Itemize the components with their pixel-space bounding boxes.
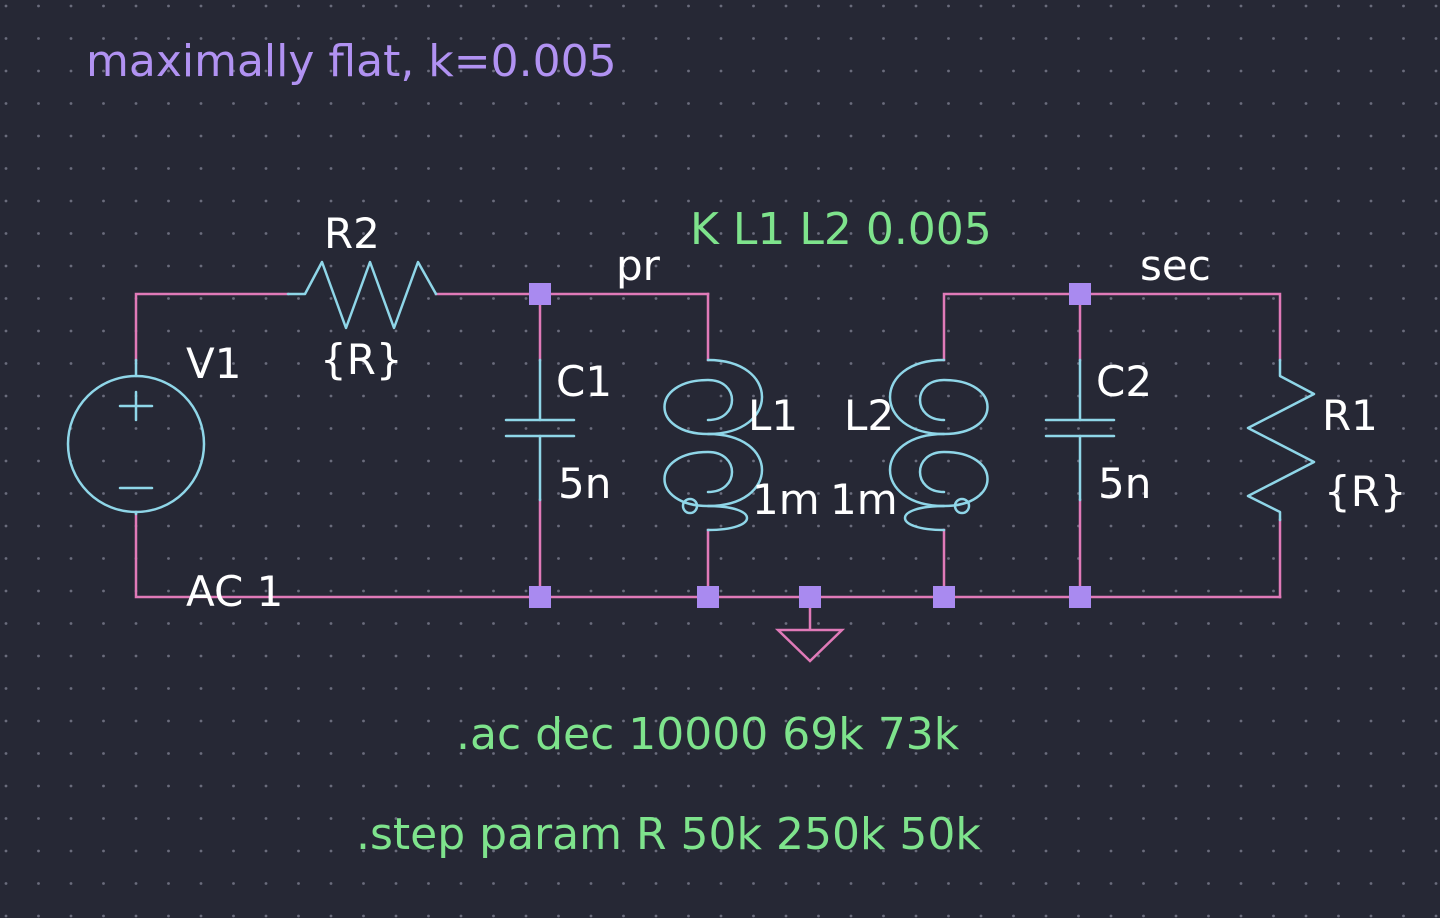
r2-name-label[interactable]: R2 [324,209,380,258]
junction-c2-bottom [1069,586,1091,608]
junction-l2-bottom [933,586,955,608]
junction-ground [799,586,821,608]
voltage-source-v1[interactable] [66,358,206,516]
v1-value-label[interactable]: AC 1 [186,567,283,616]
l2-value-label[interactable]: 1m [830,475,898,524]
l1-name-label[interactable]: L1 [748,391,798,440]
r1-value-label[interactable]: {R} [1324,467,1407,516]
coupling-directive[interactable]: K L1 L2 0.005 [690,204,992,255]
wires [134,292,1282,599]
resistor-r1[interactable] [1246,358,1316,522]
ac-directive[interactable]: .ac dec 10000 69k 73k [456,709,960,760]
junctions [529,283,1091,608]
r1-name-label[interactable]: R1 [1322,391,1378,440]
junction-sec [1069,283,1091,305]
inductor-l1[interactable] [663,358,764,532]
c2-value-label[interactable]: 5n [1098,459,1151,508]
step-directive[interactable]: .step param R 50k 250k 50k [356,809,981,860]
junction-c1-bottom [529,586,551,608]
junction-l1-bottom [697,586,719,608]
r2-value-label[interactable]: {R} [320,335,403,384]
net-label-sec[interactable]: sec [1140,241,1211,290]
net-label-pr[interactable]: pr [616,241,661,290]
junction-pr [529,283,551,305]
c2-name-label[interactable]: C2 [1096,357,1152,406]
capacitor-c2[interactable] [1044,358,1116,502]
c1-name-label[interactable]: C1 [556,357,612,406]
l1-value-label[interactable]: 1m [752,475,820,524]
c1-value-label[interactable]: 5n [558,459,611,508]
l2-name-label[interactable]: L2 [844,391,894,440]
capacitor-c1[interactable] [504,358,576,502]
inductor-l2[interactable] [888,358,989,532]
v1-name-label[interactable]: V1 [186,339,241,388]
resistor-r2[interactable] [286,260,438,330]
comment-text[interactable]: maximally flat, k=0.005 [86,36,617,87]
